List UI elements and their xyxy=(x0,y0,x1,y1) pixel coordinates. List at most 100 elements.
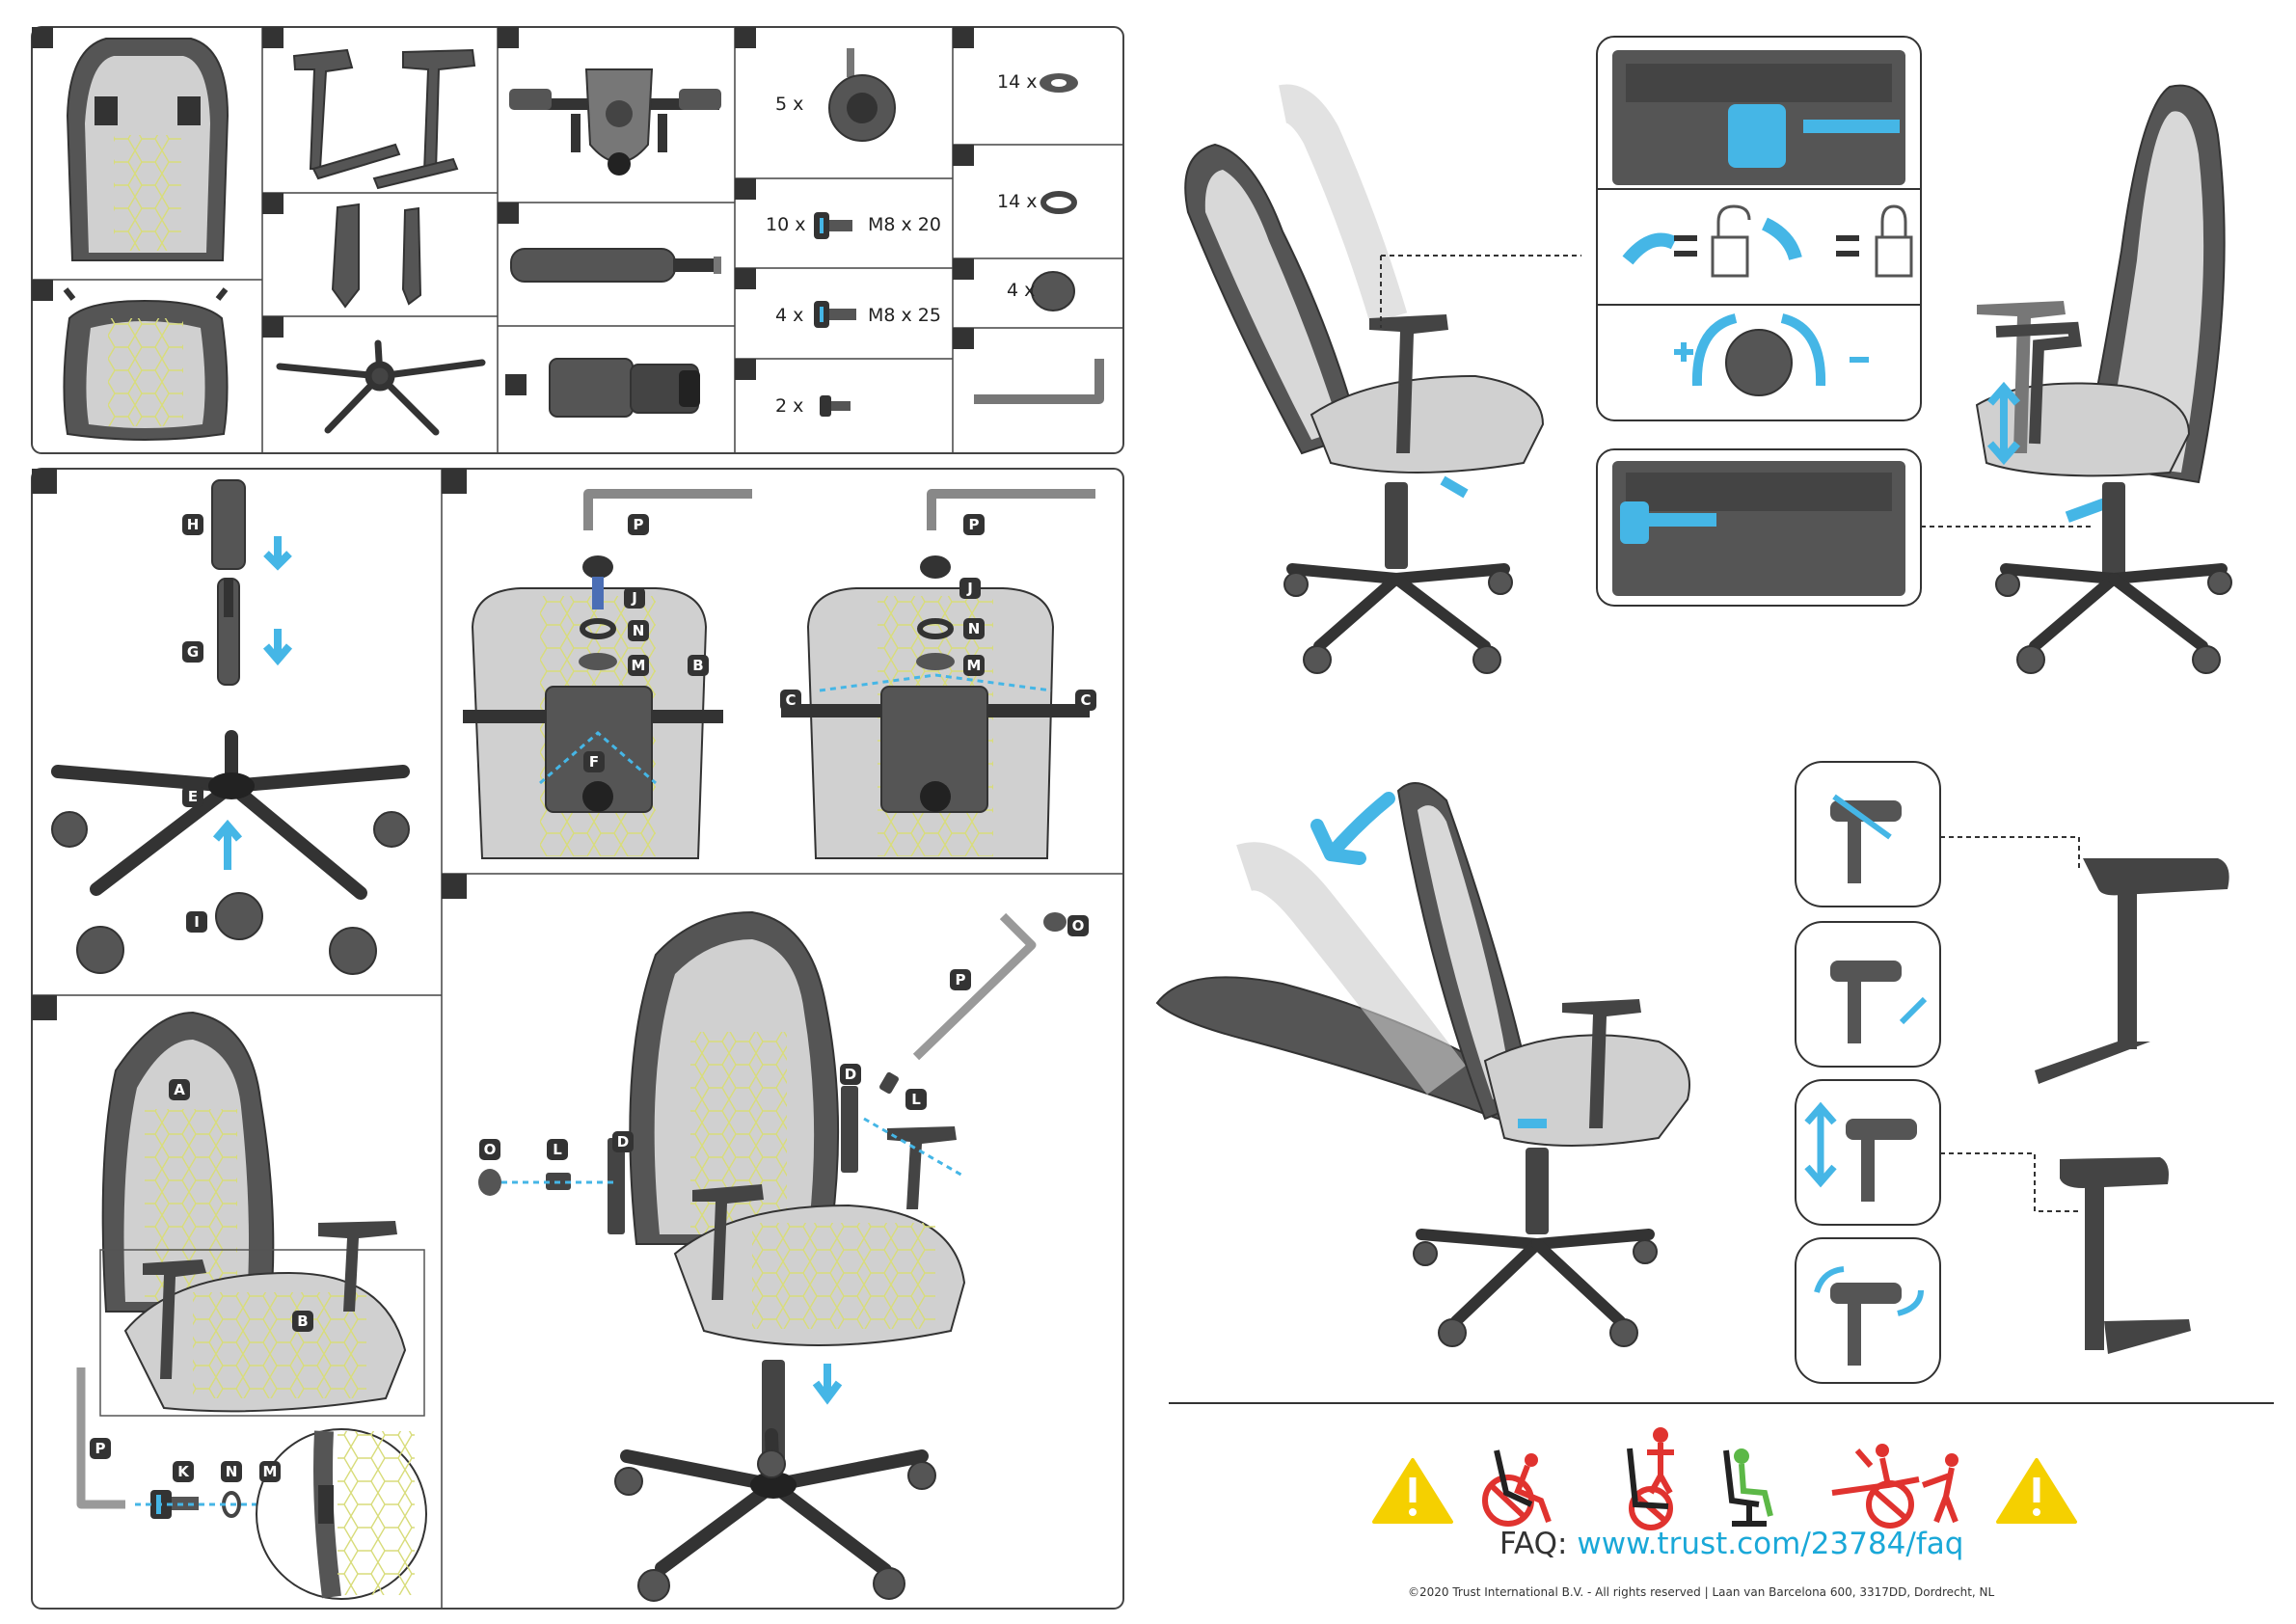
part-mechanism xyxy=(509,68,721,176)
part-badge-letter: B xyxy=(692,657,703,674)
chair-height-right xyxy=(1921,84,2232,674)
armrest-adjust-icons xyxy=(1795,761,2229,1384)
part-badge-letter: D xyxy=(617,1133,629,1150)
part-badge-final-0: O xyxy=(479,1139,500,1160)
part-badge-final-4: O xyxy=(1067,915,1089,936)
part-badge-back_bracket-1: J xyxy=(624,587,645,609)
part-badge-back_bracket-5: F xyxy=(583,751,605,772)
part-badge-seat_join-2: P xyxy=(90,1438,111,1459)
part-badge-base-2: E xyxy=(182,786,203,807)
part-base xyxy=(276,339,486,436)
part-bolt-small xyxy=(820,395,851,417)
no-standing-icon xyxy=(1627,1427,1674,1530)
part-badge-back_bracket-3: M xyxy=(628,655,649,676)
part-bolt-m8x20 xyxy=(814,212,852,239)
caster-qty: 5 x xyxy=(775,94,804,115)
part-badge-final-3: L xyxy=(905,1089,927,1110)
part-cap xyxy=(1031,271,1075,311)
part-badge-letter: N xyxy=(226,1463,238,1480)
part-armrests xyxy=(292,48,476,190)
part-caster xyxy=(828,48,896,142)
part-badge-letter: C xyxy=(785,691,796,709)
part-badge-letter: D xyxy=(845,1066,856,1083)
assembly-panel xyxy=(31,468,1124,1610)
part-allen-key xyxy=(974,359,1104,404)
part-badge-back_bracket_c-3: M xyxy=(963,655,985,676)
part-badge-letter: K xyxy=(177,1463,190,1480)
part-badge-letter: O xyxy=(484,1141,497,1158)
part-badge-letter: E xyxy=(188,788,198,805)
part-badge-final-2: D xyxy=(840,1064,861,1085)
step-seat-join xyxy=(76,1011,427,1600)
caution-icon xyxy=(1996,1458,2077,1524)
parts-panel xyxy=(31,26,1124,454)
part-spring-washer xyxy=(1040,191,1077,214)
part-badge-base-0: H xyxy=(182,514,203,535)
step-base-assembly xyxy=(51,479,410,975)
part-badge-letter: N xyxy=(633,622,645,639)
part-washer xyxy=(1040,73,1078,93)
no-playing-icon xyxy=(1831,1444,1958,1529)
part-badge-back_bracket-4: B xyxy=(688,655,709,676)
part-badge-letter: A xyxy=(174,1081,185,1098)
part-side-covers xyxy=(331,203,422,309)
part-badge-letter: L xyxy=(553,1141,562,1158)
chair-recline xyxy=(1155,782,1690,1347)
part-badge-final-6: D xyxy=(612,1131,634,1152)
part-badge-letter: L xyxy=(911,1091,921,1108)
no-lean-back-icon xyxy=(1482,1449,1552,1527)
part-badge-back_bracket_c-5: C xyxy=(1075,690,1096,711)
part-badge-letter: P xyxy=(956,971,966,988)
part-badge-letter: O xyxy=(1072,917,1085,934)
part-cylinder-cover xyxy=(549,358,700,418)
part-gas-lift xyxy=(510,248,721,283)
part-badge-letter: I xyxy=(194,913,200,931)
part-badge-final-1: P xyxy=(950,969,971,990)
part-backrest xyxy=(66,38,230,261)
part-badge-seat_join-0: A xyxy=(169,1079,190,1100)
part-badge-letter: P xyxy=(634,516,644,533)
part-badge-letter: N xyxy=(968,620,981,637)
cap-qty: 4 x xyxy=(1007,280,1036,301)
part-badge-letter: M xyxy=(967,657,982,674)
part-badge-letter: F xyxy=(589,753,599,771)
step-back-bracket-c xyxy=(781,489,1095,859)
part-seat xyxy=(63,287,229,441)
part-badge-seat_join-3: K xyxy=(173,1461,194,1482)
bolt-m8x25-qty: 4 x xyxy=(775,305,804,326)
part-badge-final-5: L xyxy=(547,1139,568,1160)
bolt-m8x25-spec: M8 x 25 xyxy=(868,305,941,326)
part-badge-back_bracket_c-0: P xyxy=(963,514,985,535)
washer-qty: 14 x xyxy=(997,71,1038,93)
part-badge-back_bracket-0: P xyxy=(628,514,649,535)
adjust-detail-panel xyxy=(1596,36,1922,607)
part-badge-back_bracket_c-1: J xyxy=(959,578,981,599)
step-final-assembly xyxy=(478,910,1067,1602)
part-badge-letter: M xyxy=(632,657,646,674)
part-badge-letter: M xyxy=(263,1463,278,1480)
part-badge-back_bracket_c-2: N xyxy=(963,618,985,639)
part-badge-letter: G xyxy=(187,643,199,661)
bolt-m8x20-qty: 10 x xyxy=(766,214,806,235)
part-badge-base-1: G xyxy=(182,641,203,663)
part-badge-seat_join-4: N xyxy=(221,1461,242,1482)
part-badge-letter: P xyxy=(95,1440,106,1457)
part-badge-letter: J xyxy=(631,589,637,607)
part-badge-letter: H xyxy=(187,516,200,533)
faq-link[interactable]: www.trust.com/23784/faq xyxy=(1577,1527,1964,1561)
copyright-text: ©2020 Trust International B.V. - All rig… xyxy=(1408,1585,1995,1599)
spring-washer-qty: 14 x xyxy=(997,191,1038,212)
step-back-bracket xyxy=(463,489,752,859)
bolt-small-qty: 2 x xyxy=(775,395,804,417)
part-badge-back_bracket-2: N xyxy=(628,620,649,641)
part-badge-seat_join-1: B xyxy=(292,1311,313,1332)
chair-tilt-left xyxy=(1184,84,1581,674)
part-badge-seat_join-5: M xyxy=(259,1461,281,1482)
part-badge-letter: B xyxy=(297,1313,308,1330)
part-badge-letter: J xyxy=(966,580,973,597)
part-bolt-m8x25 xyxy=(814,301,856,328)
part-badge-letter: C xyxy=(1080,691,1091,709)
faq-line: FAQ: www.trust.com/23784/faq xyxy=(1499,1527,1963,1561)
